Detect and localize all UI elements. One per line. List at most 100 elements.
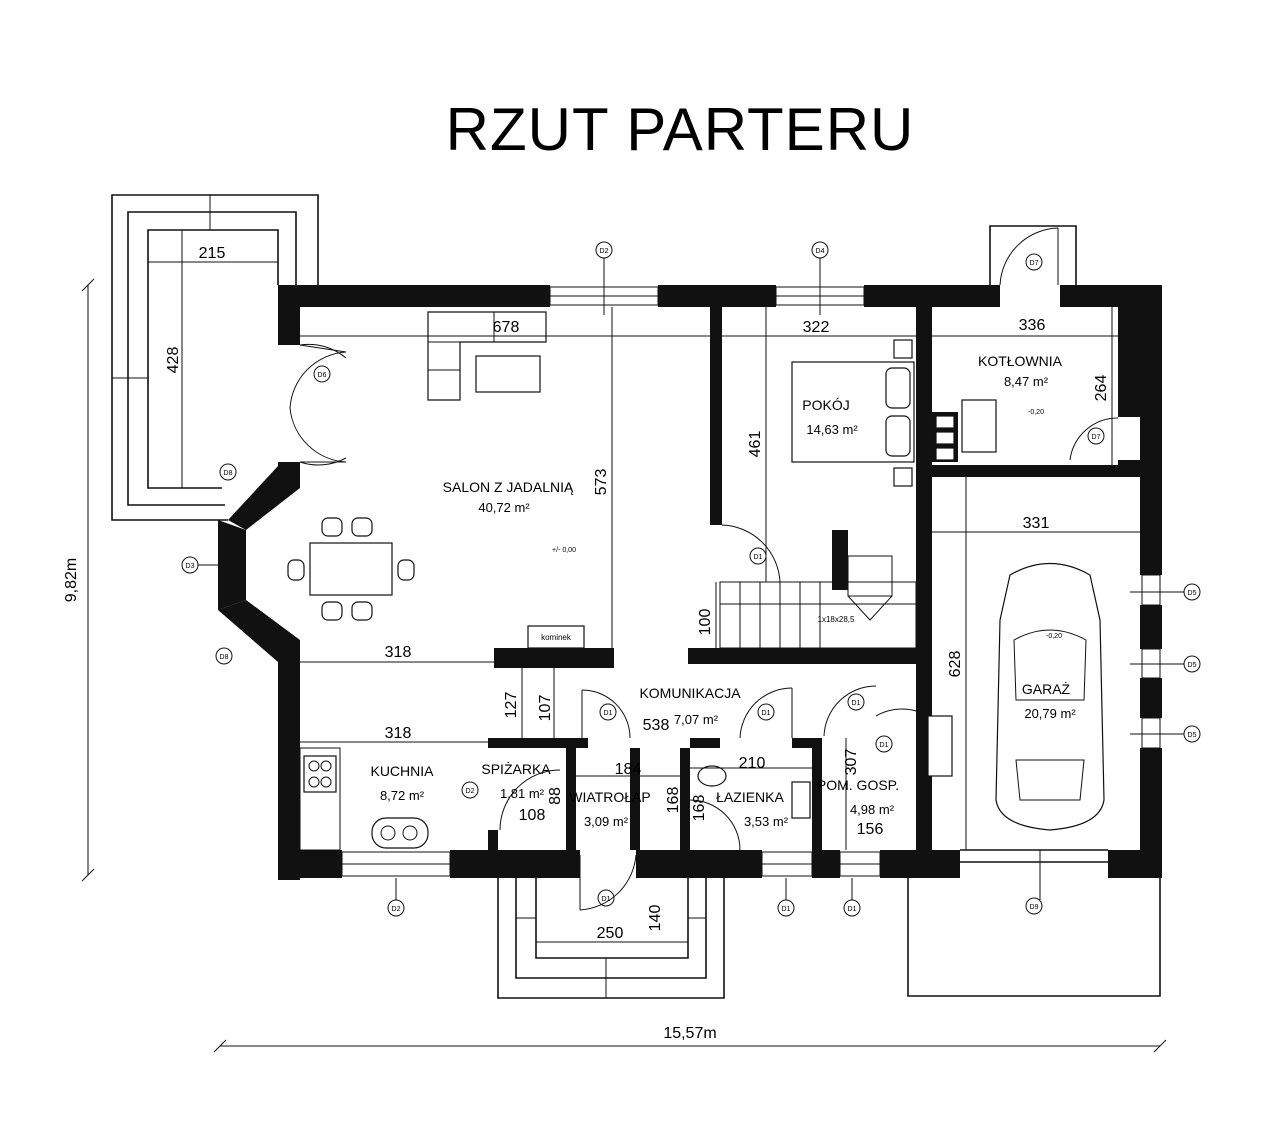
dim-kotlownia-height: 264 [1093, 375, 1110, 402]
room-komunikacja: KOMUNIKACJA 7,07 m² [639, 685, 741, 727]
svg-text:D1: D1 [602, 896, 611, 903]
room-kotlownia-name: KOTŁOWNIA [978, 353, 1063, 369]
tag-d1-pomgosp-window: D1 [843, 878, 861, 917]
boiler-room-entry [989, 225, 1077, 286]
svg-text:D5: D5 [1188, 732, 1197, 739]
overall-width-dimension: 15,57m [213, 1025, 1167, 1053]
dim-salon-height: 573 [593, 469, 610, 496]
outer-walls [218, 285, 1162, 880]
dim-kuchnia-width: 318 [385, 725, 412, 742]
room-kuchnia-area: 8,72 m² [380, 788, 425, 803]
svg-text:D1: D1 [880, 742, 889, 749]
dim-garaz-width: 331 [1023, 515, 1050, 532]
svg-text:D1: D1 [852, 700, 861, 707]
tag-d5-garage-3: D5 [1130, 725, 1201, 743]
room-salon: SALON Z JADALNIĄ 40,72 m² +/- 0,00 [443, 479, 576, 554]
bathroom-fittings [689, 765, 811, 851]
room-kotlownia-level: -0,20 [1028, 409, 1044, 416]
dim-pom-gosp-width: 156 [857, 821, 884, 838]
room-garaz: GARAŻ 20,79 m² -0,20 [1022, 633, 1076, 721]
room-kuchnia: KUCHNIA 8,72 m² [370, 763, 434, 803]
overall-depth-label: 9,82m [63, 558, 80, 602]
room-spizarka-name: SPIŻARKA [481, 760, 551, 777]
stairs-label: 1x18x28,5 [818, 615, 855, 624]
svg-text:D1: D1 [604, 710, 613, 717]
dining-table [287, 517, 415, 621]
opening-tags: D6 D2 D4 D7 D7 D8 D3 [181, 241, 1201, 917]
dim-salon-width: 678 [493, 319, 520, 336]
svg-text:D4: D4 [816, 248, 825, 255]
tag-d6: D6 [313, 365, 331, 383]
room-spizarka: SPIŻARKA 1,81 m² [481, 760, 551, 801]
svg-text:D1: D1 [754, 554, 763, 561]
svg-text:D2: D2 [466, 788, 475, 795]
dim-garaz-height: 628 [947, 651, 964, 678]
room-garaz-level: -0,20 [1046, 633, 1062, 640]
dim-spizarka-width: 108 [519, 807, 546, 824]
entrance-porch: 250 140 [497, 878, 725, 999]
tag-d1-lazienka-window: D1 [777, 878, 795, 917]
svg-text:D1: D1 [762, 710, 771, 717]
garage-appliance [927, 715, 953, 777]
room-pom-gosp-area: 4,98 m² [850, 802, 895, 817]
room-kotlownia-area: 8,47 m² [1004, 374, 1049, 389]
dim-komunikacja-width: 538 [643, 717, 670, 734]
staircase: 1x18x28,5 [719, 555, 917, 649]
plan-title: RZUT PARTERU [446, 96, 915, 163]
room-pom-gosp: POM. GOSP. 4,98 m² [817, 777, 899, 817]
porch-height-label: 140 [647, 905, 664, 932]
doors [289, 343, 1119, 911]
room-kotlownia: KOTŁOWNIA 8,47 m² -0,20 [978, 353, 1063, 416]
tag-d9-garage-gate: D9 [1025, 897, 1043, 915]
dim-127: 127 [503, 692, 520, 719]
kitchen-fittings [299, 747, 429, 851]
terrace-width-label: 215 [199, 245, 226, 262]
svg-text:D9: D9 [1030, 904, 1039, 911]
room-lazienka: ŁAZIENKA 3,53 m² [716, 789, 789, 829]
svg-text:D6: D6 [318, 372, 327, 379]
room-garaz-name: GARAŻ [1022, 680, 1071, 697]
svg-text:D3: D3 [186, 563, 195, 570]
tag-d1-lazienka: D1 [757, 703, 775, 721]
dim-pokoj-height: 461 [747, 431, 764, 458]
room-salon-area: 40,72 m² [478, 500, 530, 515]
tag-d1-garage-door: D1 [875, 735, 893, 753]
svg-text:D2: D2 [392, 906, 401, 913]
tag-d1-entrance: D1 [597, 889, 615, 907]
svg-text:D8: D8 [224, 470, 233, 477]
porch-width-label: 250 [597, 925, 624, 942]
room-salon-name: SALON Z JADALNIĄ [443, 479, 574, 495]
tag-d7-kotlownia: D7 [1025, 253, 1043, 271]
svg-text:D8: D8 [220, 654, 229, 661]
room-lazienka-name: ŁAZIENKA [716, 789, 784, 805]
dim-stairs: 100 [697, 609, 714, 636]
room-pokoj-area: 14,63 m² [806, 422, 858, 437]
tag-d4-top: D4 [811, 241, 829, 315]
svg-text:D1: D1 [848, 906, 857, 913]
car [995, 562, 1105, 831]
room-salon-level: +/- 0,00 [552, 547, 576, 554]
svg-text:D7: D7 [1092, 434, 1101, 441]
tag-d2-top: D2 [595, 241, 613, 315]
room-spizarka-area: 1,81 m² [500, 786, 545, 801]
dim-spizarka-height: 88 [547, 787, 564, 805]
terrace: 215 428 [111, 194, 319, 521]
dim-107: 107 [537, 695, 554, 722]
boiler-equipment [932, 399, 997, 462]
dim-wiatrolap-width: 184 [615, 761, 642, 778]
dim-wiatrolap-depth: 168 [665, 787, 682, 814]
tag-d1-pokoj: D1 [749, 547, 767, 565]
tag-d2-kuchnia-window: D2 [387, 878, 405, 917]
bed [791, 339, 915, 487]
tag-d7-internal: D7 [1087, 427, 1105, 445]
tag-d1-wiatrolap: D1 [599, 703, 617, 721]
room-wiatrolap: WIATROŁAP 3,09 m² [569, 789, 650, 829]
room-garaz-area: 20,79 m² [1024, 706, 1076, 721]
room-pom-gosp-name: POM. GOSP. [817, 777, 899, 793]
room-pokoj-name: POKÓJ [802, 397, 849, 413]
interior-dimensions: 678 322 336 264 331 628 573 461 318 318 … [300, 307, 1140, 850]
room-wiatrolap-area: 3,09 m² [584, 814, 629, 829]
svg-text:D5: D5 [1188, 590, 1197, 597]
tag-d3-bay: D3 [181, 556, 232, 574]
svg-text:D7: D7 [1030, 260, 1039, 267]
